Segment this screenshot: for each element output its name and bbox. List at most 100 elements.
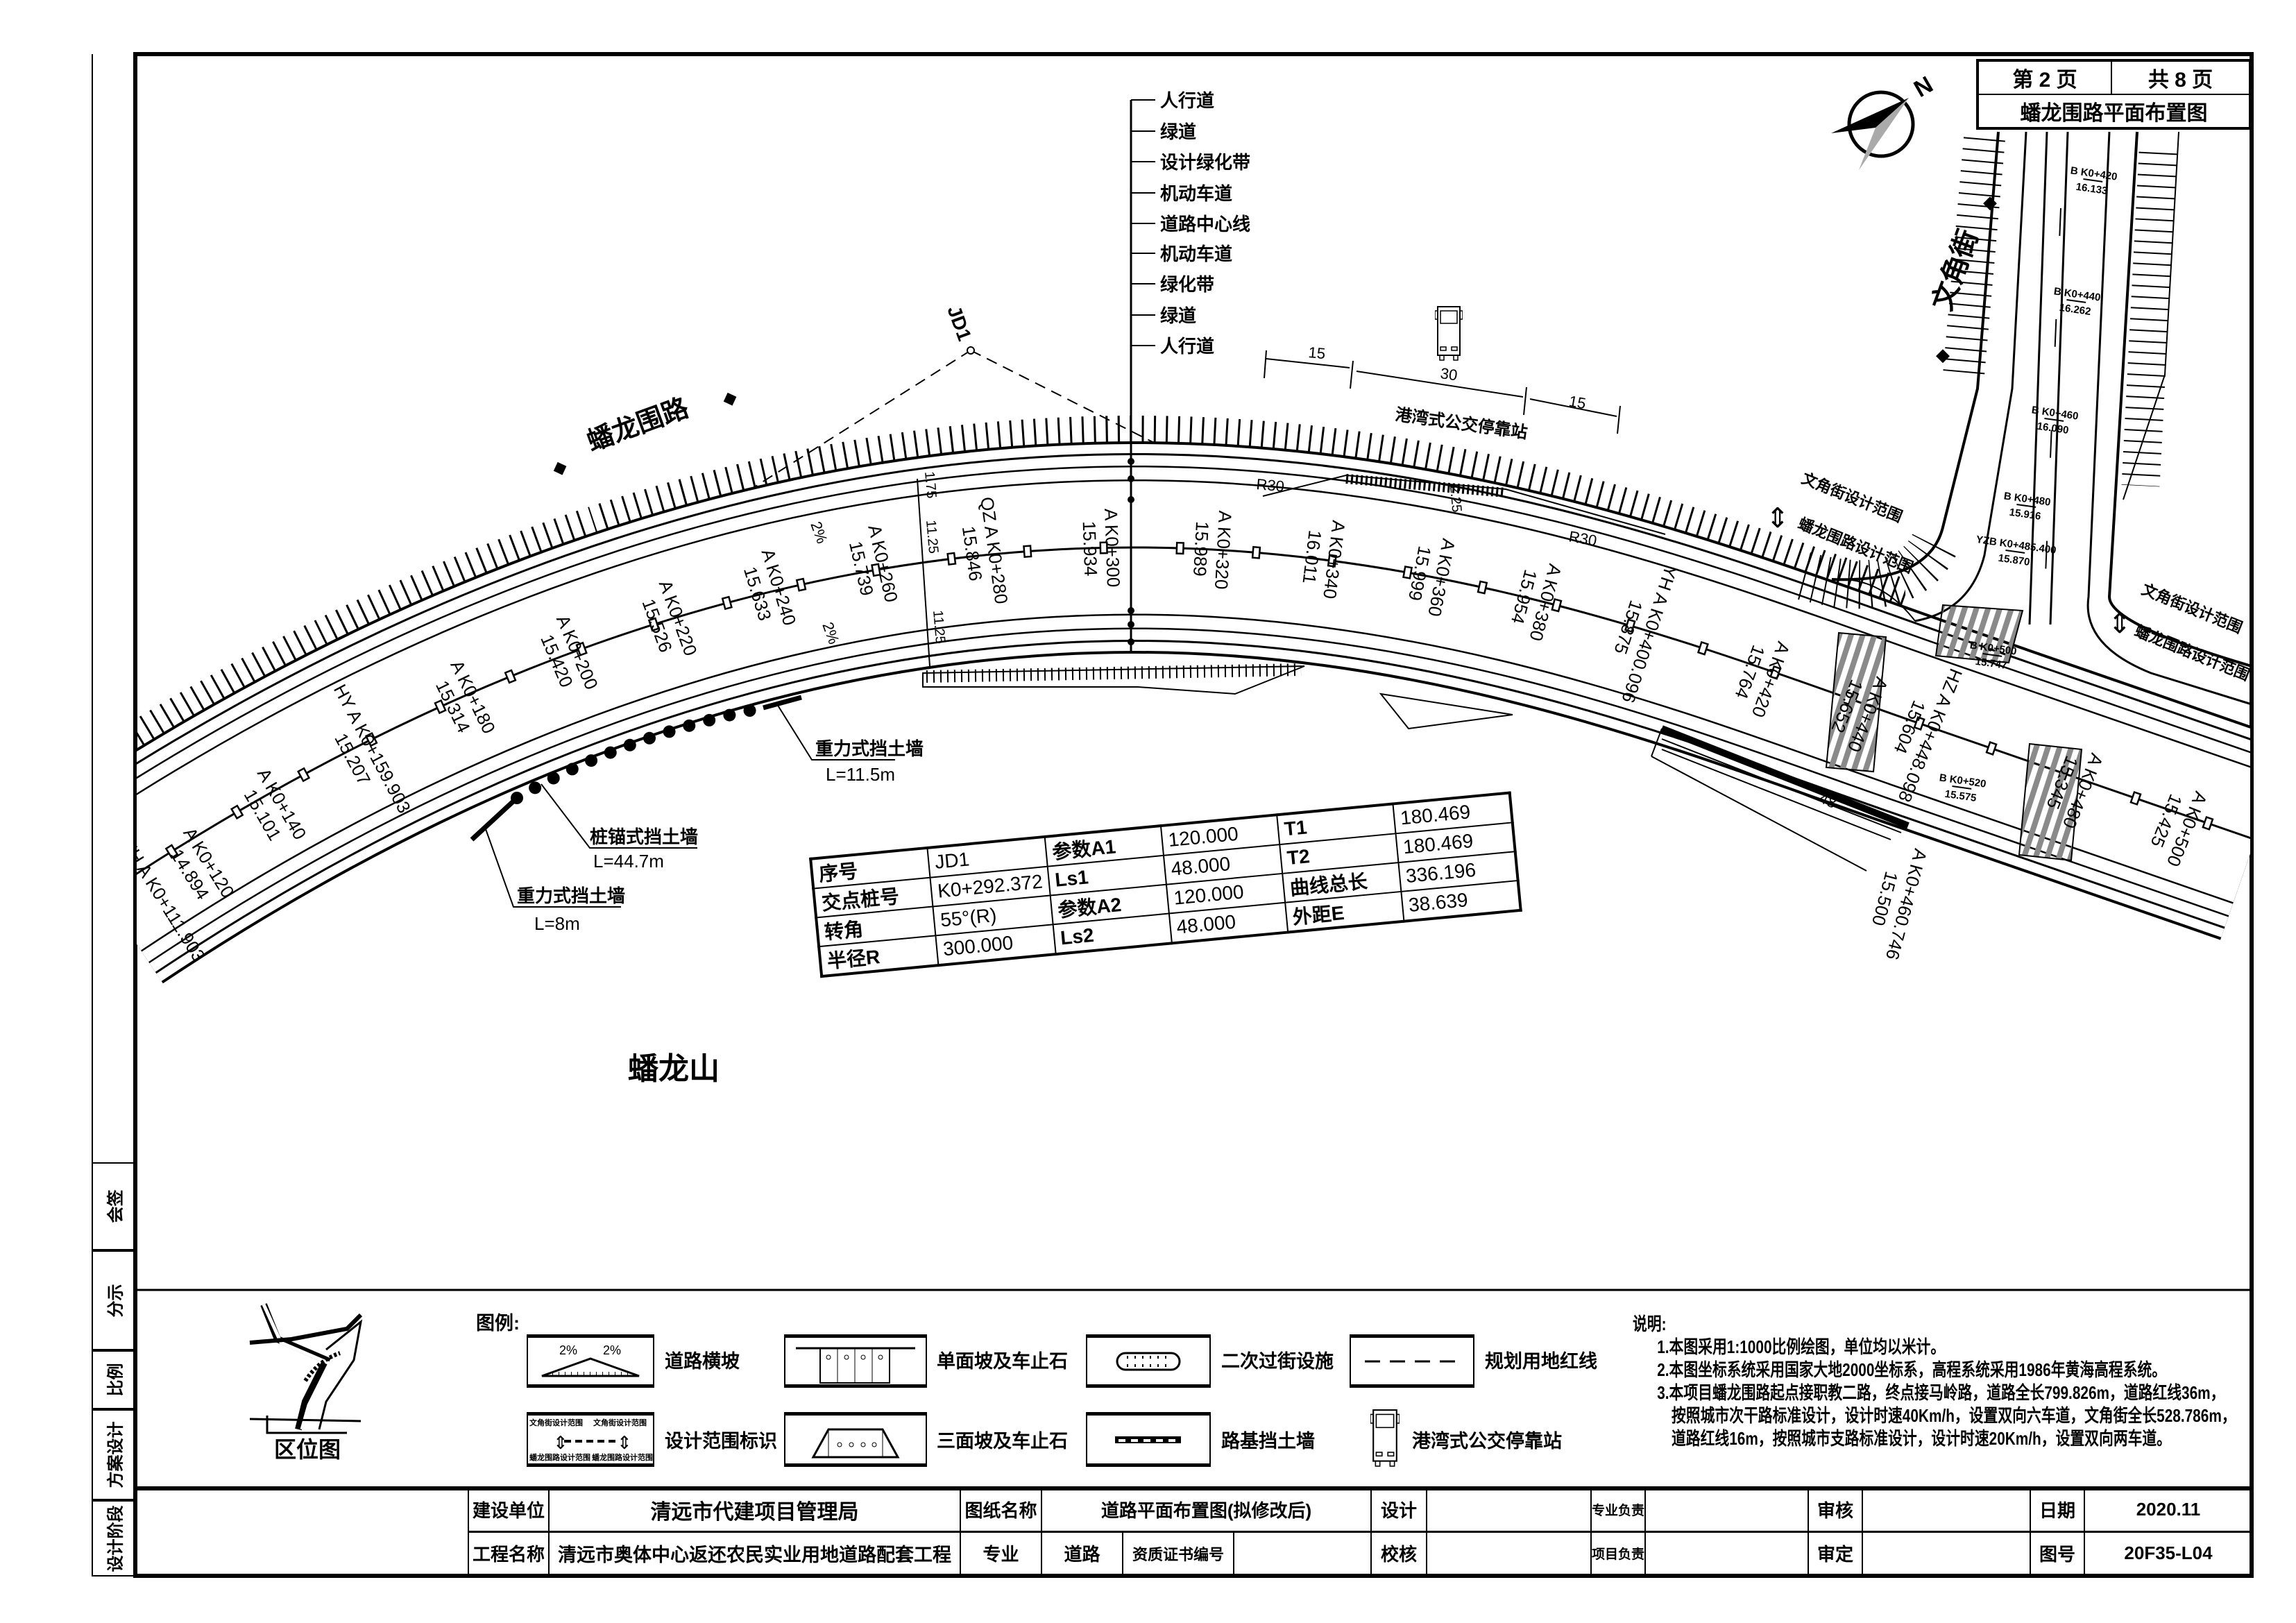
legend-symbol-refuge: [1086, 1334, 1211, 1388]
scope-mark: 文角街设计范围: [529, 1418, 583, 1427]
crossfall-icon: 2% 2%: [541, 1343, 640, 1377]
width-label: 11.25: [930, 610, 948, 645]
scope-arrow-icon: ⇕: [2108, 609, 2132, 639]
title-check-label: 校核: [1370, 1531, 1426, 1574]
title-discipline-lead-label: 专业负责: [1590, 1488, 1644, 1531]
svg-text:⇕: ⇕: [617, 1432, 632, 1453]
station-label: A K0+460.746 15.500: [1868, 847, 1931, 962]
title-blank-cell: [1644, 1488, 1808, 1531]
scope-mark: 蟠龙围路设计范围: [592, 1452, 653, 1462]
legend-symbol-wall: [1086, 1412, 1211, 1467]
cross-section-dots: [1128, 458, 1134, 645]
slope-value: 2%: [559, 1343, 577, 1357]
title-client-label: 建设单位: [468, 1488, 548, 1531]
jd1-label: JD1: [943, 303, 976, 343]
station-underline: [2066, 299, 2086, 303]
width-label: 2.25: [1447, 485, 1464, 513]
r30-label: R30: [1256, 475, 1285, 495]
title-blank-cell: [1426, 1531, 1590, 1574]
note-line: 1.本图采用1:1000比例绘图，单位均以米计。: [1657, 1336, 1946, 1357]
location-map-label: 区位图: [274, 1437, 341, 1462]
crosswalk: [2018, 742, 2083, 862]
legend-label: 港湾式公交停靠站: [1412, 1431, 1562, 1452]
legend-label: 规划用地红线: [1485, 1351, 1597, 1372]
title-drawing-name-label: 图纸名称: [960, 1488, 1041, 1531]
title-date-label: 日期: [2030, 1488, 2084, 1531]
title-discipline: 道路: [1041, 1531, 1122, 1574]
title-date: 2020.11: [2084, 1488, 2252, 1531]
road-name-arrow-right: ◆: [720, 386, 740, 410]
bus-bay: [1651, 725, 1910, 872]
wall-leaders: [485, 704, 895, 908]
crosswalk: [1825, 631, 1887, 773]
title-drawing-no: 20F35-L04: [2084, 1531, 2252, 1574]
station-elevation: 16.262: [2059, 302, 2092, 318]
gravity-wall-small: [470, 796, 519, 842]
title-cert-label: 资质证书编号: [1122, 1531, 1233, 1574]
legend-symbol-three-slope: [784, 1412, 927, 1467]
cross-section-label: 绿道: [1160, 305, 1196, 326]
station-elevation: 15.916: [2009, 507, 2042, 522]
three-slope-ramp-icon: [811, 1428, 900, 1459]
svg-text:N: N: [1910, 71, 1937, 103]
title-review-label: 审核: [1808, 1488, 1862, 1531]
title-project-label: 工程名称: [468, 1531, 548, 1574]
cross-section-label: 机动车道: [1160, 183, 1232, 204]
branch-arrow-bottom: ◆: [1936, 344, 1950, 365]
jd1-point: [967, 346, 975, 355]
legend-label: 三面坡及车止石: [937, 1431, 1068, 1452]
cross-section-label: 机动车道: [1160, 244, 1232, 264]
title-client: 清远市代建项目管理局: [548, 1488, 960, 1531]
road-name-branch: 文角街: [1927, 226, 1984, 314]
road-name-arrow-left: ◆: [550, 455, 570, 479]
dim-15b: 15: [1567, 392, 1587, 412]
station-elevation: 16.133: [2075, 181, 2109, 197]
station-name: A K0+320: [1211, 510, 1236, 590]
crosswalk: [1934, 604, 2024, 664]
page-number: 第 2 页: [1979, 62, 2112, 95]
station-underline: [2044, 418, 2064, 422]
legend-symbol-scope: 文角街设计范围 文角街设计范围 蟠龙围路设计范围 蟠龙围路设计范围 ⇕⇕: [527, 1412, 654, 1467]
note-line: 3.本项目蟠龙围路起点接职教二路，终点接马岭路，道路全长799.826m，道路红…: [1657, 1382, 2225, 1403]
station-underline: [2016, 504, 2036, 508]
cross-section-label: 人行道: [1160, 90, 1214, 111]
cross-section-label: 道路中心线: [1160, 214, 1250, 235]
sheet-number-box: 第 2 页 共 8 页 蟠龙围路平面布置图: [1976, 59, 2252, 130]
title-drawing-no-label: 图号: [2030, 1531, 2084, 1574]
gravity-wall-large: [763, 695, 802, 711]
station-name: A K0+300: [1100, 508, 1124, 587]
planned-red-line-icon: [1365, 1360, 1459, 1363]
scope-arrow-icon: ⇕: [1766, 503, 1789, 534]
page-total: 共 8 页: [2112, 62, 2249, 95]
title-blank-cell: [1426, 1488, 1590, 1531]
scope-mark: 文角街设计范围: [593, 1418, 647, 1427]
svg-text:⇕: ⇕: [553, 1432, 568, 1453]
road-plan: N 15 30 15 48 R30 R30 2% 2% 11.25 11.25 …: [137, 71, 2250, 1086]
side-label: 方案设计: [106, 1421, 125, 1488]
fill-slope-ticks: [926, 663, 1302, 683]
title-project: 清远市奥体中心返还农民实业用地道路配套工程: [548, 1531, 960, 1574]
station-elevation: 15.870: [1998, 552, 2031, 568]
station-underline: [2083, 178, 2103, 182]
station-elevation: 16.090: [2036, 420, 2070, 436]
side-strip-border: [92, 54, 93, 1162]
wall-name: 重力式挡土墙: [517, 885, 625, 906]
legend-label: 单面坡及车止石: [937, 1351, 1068, 1372]
wall-length: L=11.5m: [826, 764, 895, 785]
station-elevation: 15.575: [1944, 788, 1978, 804]
title-blank-cell: [1862, 1488, 2030, 1531]
branch-arrow-top: ◆: [1983, 192, 1997, 212]
dim-30: 30: [1439, 364, 1459, 384]
design-scope-icon: 文角街设计范围 文角街设计范围 蟠龙围路设计范围 蟠龙围路设计范围 ⇕⇕: [529, 1418, 653, 1462]
cross-section-label: 绿化带: [1160, 274, 1214, 295]
note-line: 2.本图坐标系统采用国家大地2000坐标系，高程系统采用1986年黄海高程系统。: [1657, 1359, 2167, 1380]
station-elevation: 15.934: [1079, 520, 1102, 577]
side-label: 比例: [106, 1363, 125, 1397]
legend-symbol-red-line: [1350, 1334, 1474, 1388]
